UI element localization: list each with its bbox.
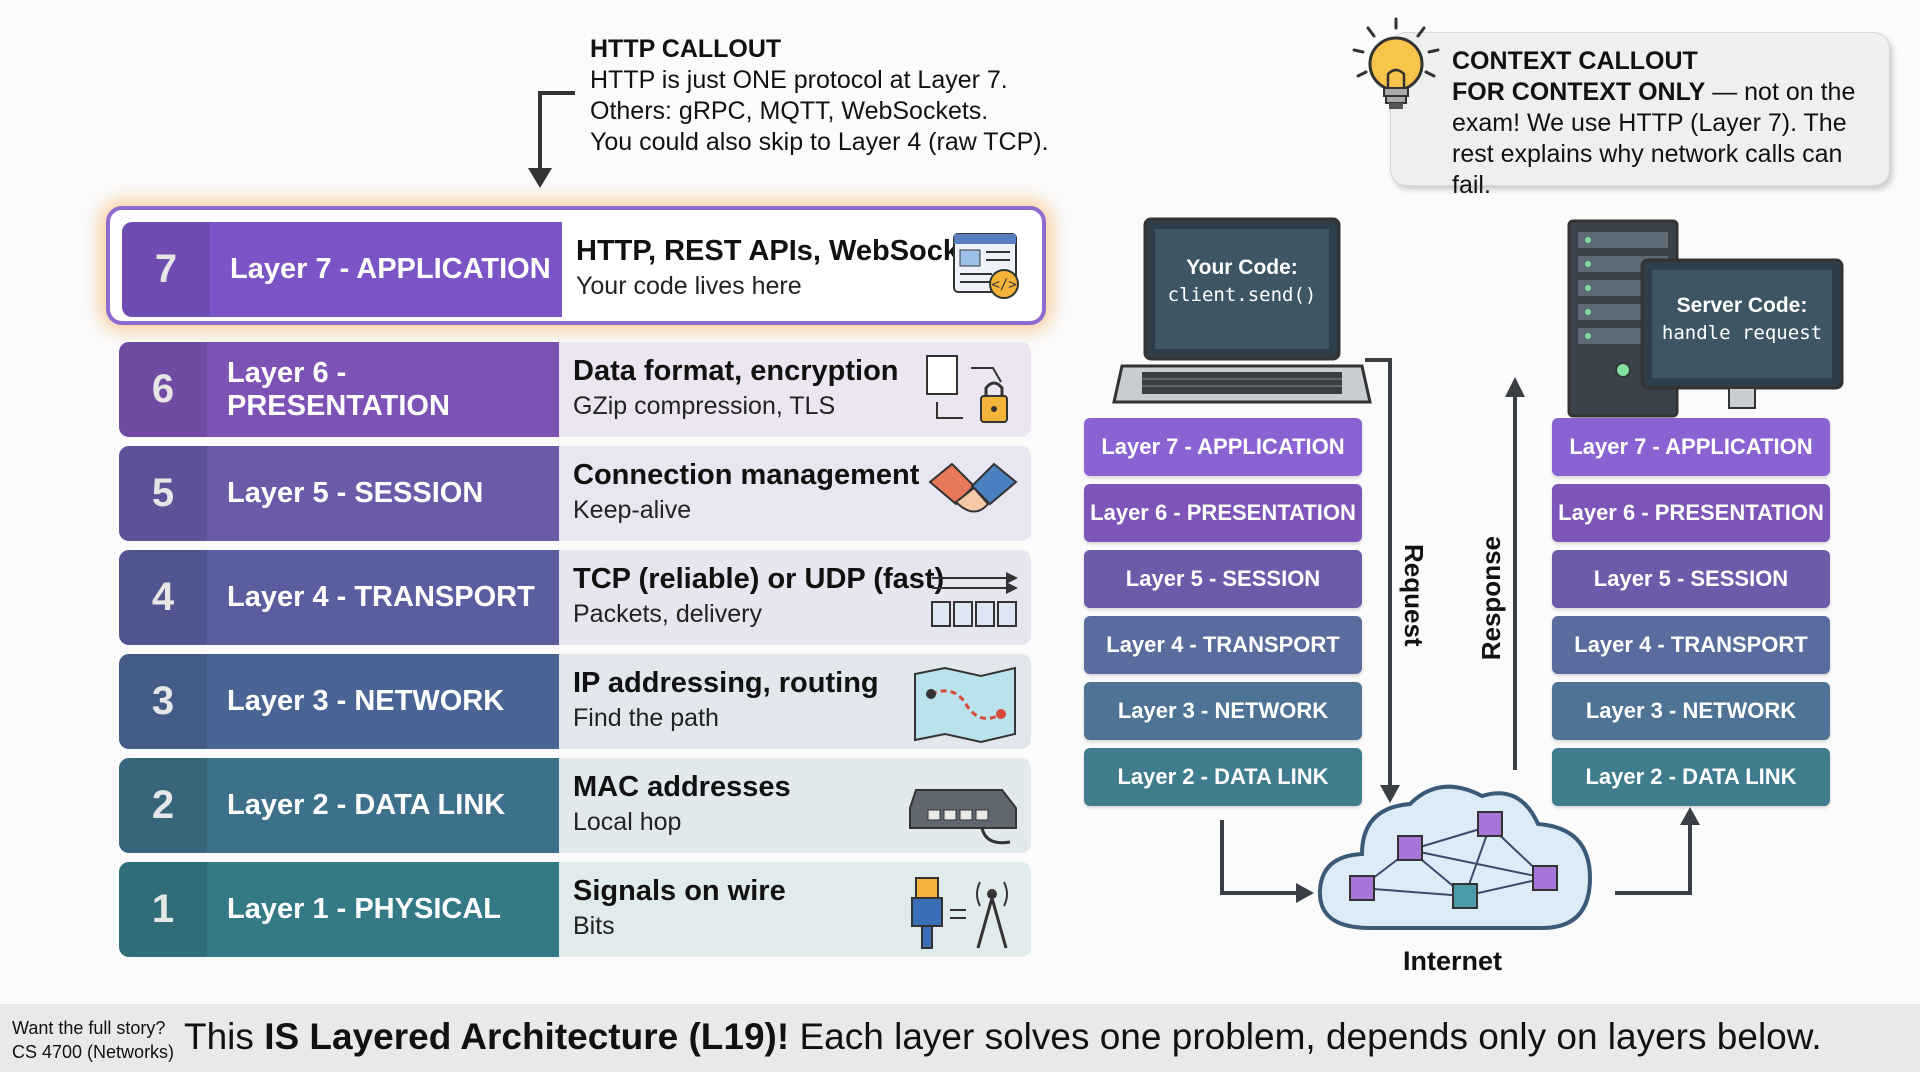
server-layer-box: Layer 2 - DATA LINK [1552,748,1830,806]
footer-post: Each layer solves one problem, depends o… [789,1016,1822,1057]
server-layer-box: Layer 5 - SESSION [1552,550,1830,608]
layer-subtitle: Packets, delivery [573,600,762,628]
footer-bold: IS Layered Architecture (L19)! [264,1016,790,1057]
layer-number: 1 [119,862,207,957]
context-callout-title: CONTEXT CALLOUT [1452,47,1698,75]
layer-subtitle: Find the path [573,704,719,732]
server-icon [1567,219,1844,418]
response-label: Response [1476,536,1506,661]
request-label: Request [1399,544,1429,647]
layer-number: 6 [119,342,207,437]
server-label: Server Code: [1676,294,1808,317]
context-callout-box [1390,32,1890,186]
http-callout: HTTP CALLOUT HTTP is just ONE protocol a… [590,34,1150,158]
layer-subtitle: Bits [573,912,615,940]
server-layer-box: Layer 6 - PRESENTATION [1552,484,1830,542]
map-route-icon [911,664,1021,749]
context-callout-rest: — not on the exam! We use HTTP (Layer 7)… [1452,78,1856,199]
layer-title: Connection management [573,459,920,491]
network-switch-icon [906,768,1021,853]
client-label: Your Code: [1186,256,1298,279]
lightbulb-icon [1352,17,1440,109]
footer-pre: This [184,1016,265,1057]
http-callout-line: Others: gRPC, MQTT, WebSockets. [590,97,989,125]
data-lock-icon [921,352,1021,437]
footer-reference: Want the full story? CS 4700 (Networks) [12,1016,174,1064]
layer-description: TCP (reliable) or UDP (fast) Packets, del… [559,550,1031,645]
client-layer-box: Layer 2 - DATA LINK [1084,748,1362,806]
client-code: client.send() [1167,284,1317,306]
layer-name: Layer 3 - NETWORK [207,654,559,749]
client-layer-box: Layer 4 - TRANSPORT [1084,616,1362,674]
layer-name: Layer 1 - PHYSICAL [207,862,559,957]
cable-antenna-icon [906,872,1021,957]
context-callout-bold: FOR CONTEXT ONLY [1452,78,1706,106]
context-callout-text: CONTEXT CALLOUT FOR CONTEXT ONLY — not o… [1452,46,1877,201]
layer-number: 7 [122,222,210,317]
layer-title: HTTP, REST APIs, WebSockets [576,235,1001,267]
layer-subtitle: GZip compression, TLS [573,392,836,420]
laptop-icon [1112,217,1372,404]
layer-title: IP addressing, routing [573,667,879,699]
server-layer-box: Layer 7 - APPLICATION [1552,418,1830,476]
internet-label: Internet [1403,946,1503,976]
client-layer-box: Layer 3 - NETWORK [1084,682,1362,740]
svg-text:</>: </> [991,277,1016,293]
layer-name: Layer 2 - DATA LINK [207,758,559,853]
layer-name: Layer 7 - APPLICATION [210,222,562,317]
layer-title: Signals on wire [573,875,786,907]
layer-number: 4 [119,550,207,645]
browser-code-icon: </> [952,232,1020,305]
layer-number: 5 [119,446,207,541]
layer-subtitle: Your code lives here [576,272,802,300]
server-screen: Server Code: handle request [1652,294,1832,344]
internet-cloud-icon [1317,784,1593,930]
layer-name: Layer 6 - PRESENTATION [207,342,559,437]
layer-title: TCP (reliable) or UDP (fast) [573,563,945,595]
layer-subtitle: Keep-alive [573,496,692,524]
callout-arrow-icon [528,91,575,188]
server-layer-box: Layer 3 - NETWORK [1552,682,1830,740]
client-screen: Your Code: client.send() [1155,256,1329,306]
server-code: handle request [1661,322,1823,344]
footer-bar [0,1004,1920,1072]
handshake-icon [926,456,1021,536]
flow-arrows [1220,358,1700,903]
http-callout-title: HTTP CALLOUT [590,35,782,63]
layer-number: 2 [119,758,207,853]
http-callout-line: HTTP is just ONE protocol at Layer 7. [590,66,1008,94]
client-layer-box: Layer 6 - PRESENTATION [1084,484,1362,542]
client-layer-box: Layer 5 - SESSION [1084,550,1362,608]
footer-small-line: CS 4700 (Networks) [12,1042,175,1062]
layer-title: MAC addresses [573,771,791,803]
footer-small-line: Want the full story? [12,1018,166,1038]
layer-title: Data format, encryption [573,355,899,387]
layer-subtitle: Local hop [573,808,682,836]
footer-message: This IS Layered Architecture (L19)! Each… [184,1016,1822,1058]
client-layer-box: Layer 7 - APPLICATION [1084,418,1362,476]
layer-name: Layer 4 - TRANSPORT [207,550,559,645]
packets-icon [926,560,1021,640]
http-callout-line: You could also skip to Layer 4 (raw TCP)… [590,128,1049,156]
server-layer-box: Layer 4 - TRANSPORT [1552,616,1830,674]
layer-name: Layer 5 - SESSION [207,446,559,541]
layer-number: 3 [119,654,207,749]
